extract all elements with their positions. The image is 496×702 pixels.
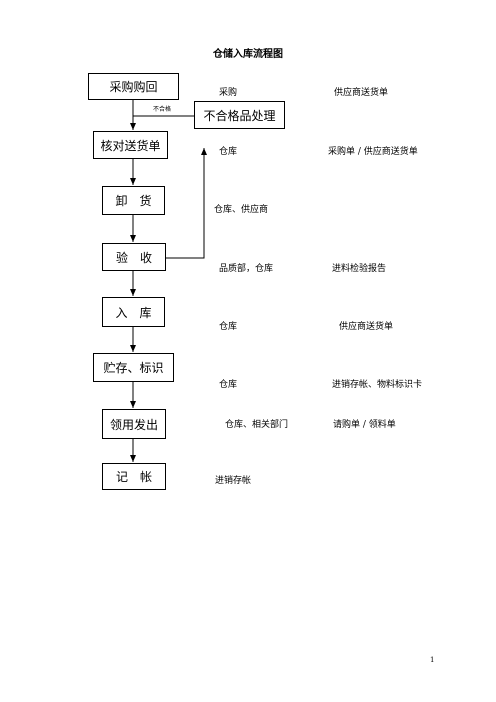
dept-5: 仓库 <box>219 322 238 332</box>
reject-arrow <box>166 148 207 259</box>
reject-handling-box: 不合格品处理 <box>194 101 285 129</box>
step-issue: 领用发出 <box>102 409 166 439</box>
step-warehouse-in: 入 库 <box>102 297 165 327</box>
doc-5: 供应商送货单 <box>339 322 394 332</box>
dept-1: 采购 <box>219 88 238 98</box>
dept-4: 品质部，仓库 <box>219 264 274 274</box>
step-unload: 卸 货 <box>102 186 165 215</box>
dept-3: 仓库、供应商 <box>214 205 269 215</box>
page-title: 仓储入库流程图 <box>213 49 283 60</box>
doc-4: 进料检验报告 <box>332 264 387 274</box>
step-check-delivery: 核对送货单 <box>93 131 168 159</box>
dept-2: 仓库 <box>219 147 238 157</box>
step-store-label: 贮存、标识 <box>93 353 174 382</box>
doc-1: 供应商送货单 <box>334 88 389 98</box>
reject-label: 不合格 <box>153 106 172 113</box>
dept-6: 仓库 <box>219 380 238 390</box>
dept-7: 仓库、相关部门 <box>225 420 289 430</box>
dept-8: 进销存帐 <box>215 476 252 486</box>
doc-7: 请购单 / 领料单 <box>333 420 396 430</box>
step-purchase: 采购购回 <box>88 73 179 100</box>
doc-6: 进销存帐、物料标识卡 <box>332 380 423 390</box>
doc-2: 采购单 / 供应商送货单 <box>328 147 418 157</box>
step-inspect: 验 收 <box>102 243 166 271</box>
page-number: 1 <box>430 656 435 664</box>
step-bookkeeping: 记 帐 <box>102 463 166 490</box>
